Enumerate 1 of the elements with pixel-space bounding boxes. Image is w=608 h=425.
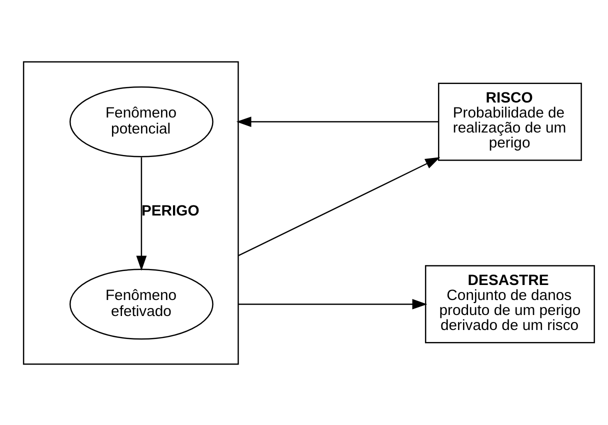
edge-label: PERIGO: [141, 203, 200, 220]
